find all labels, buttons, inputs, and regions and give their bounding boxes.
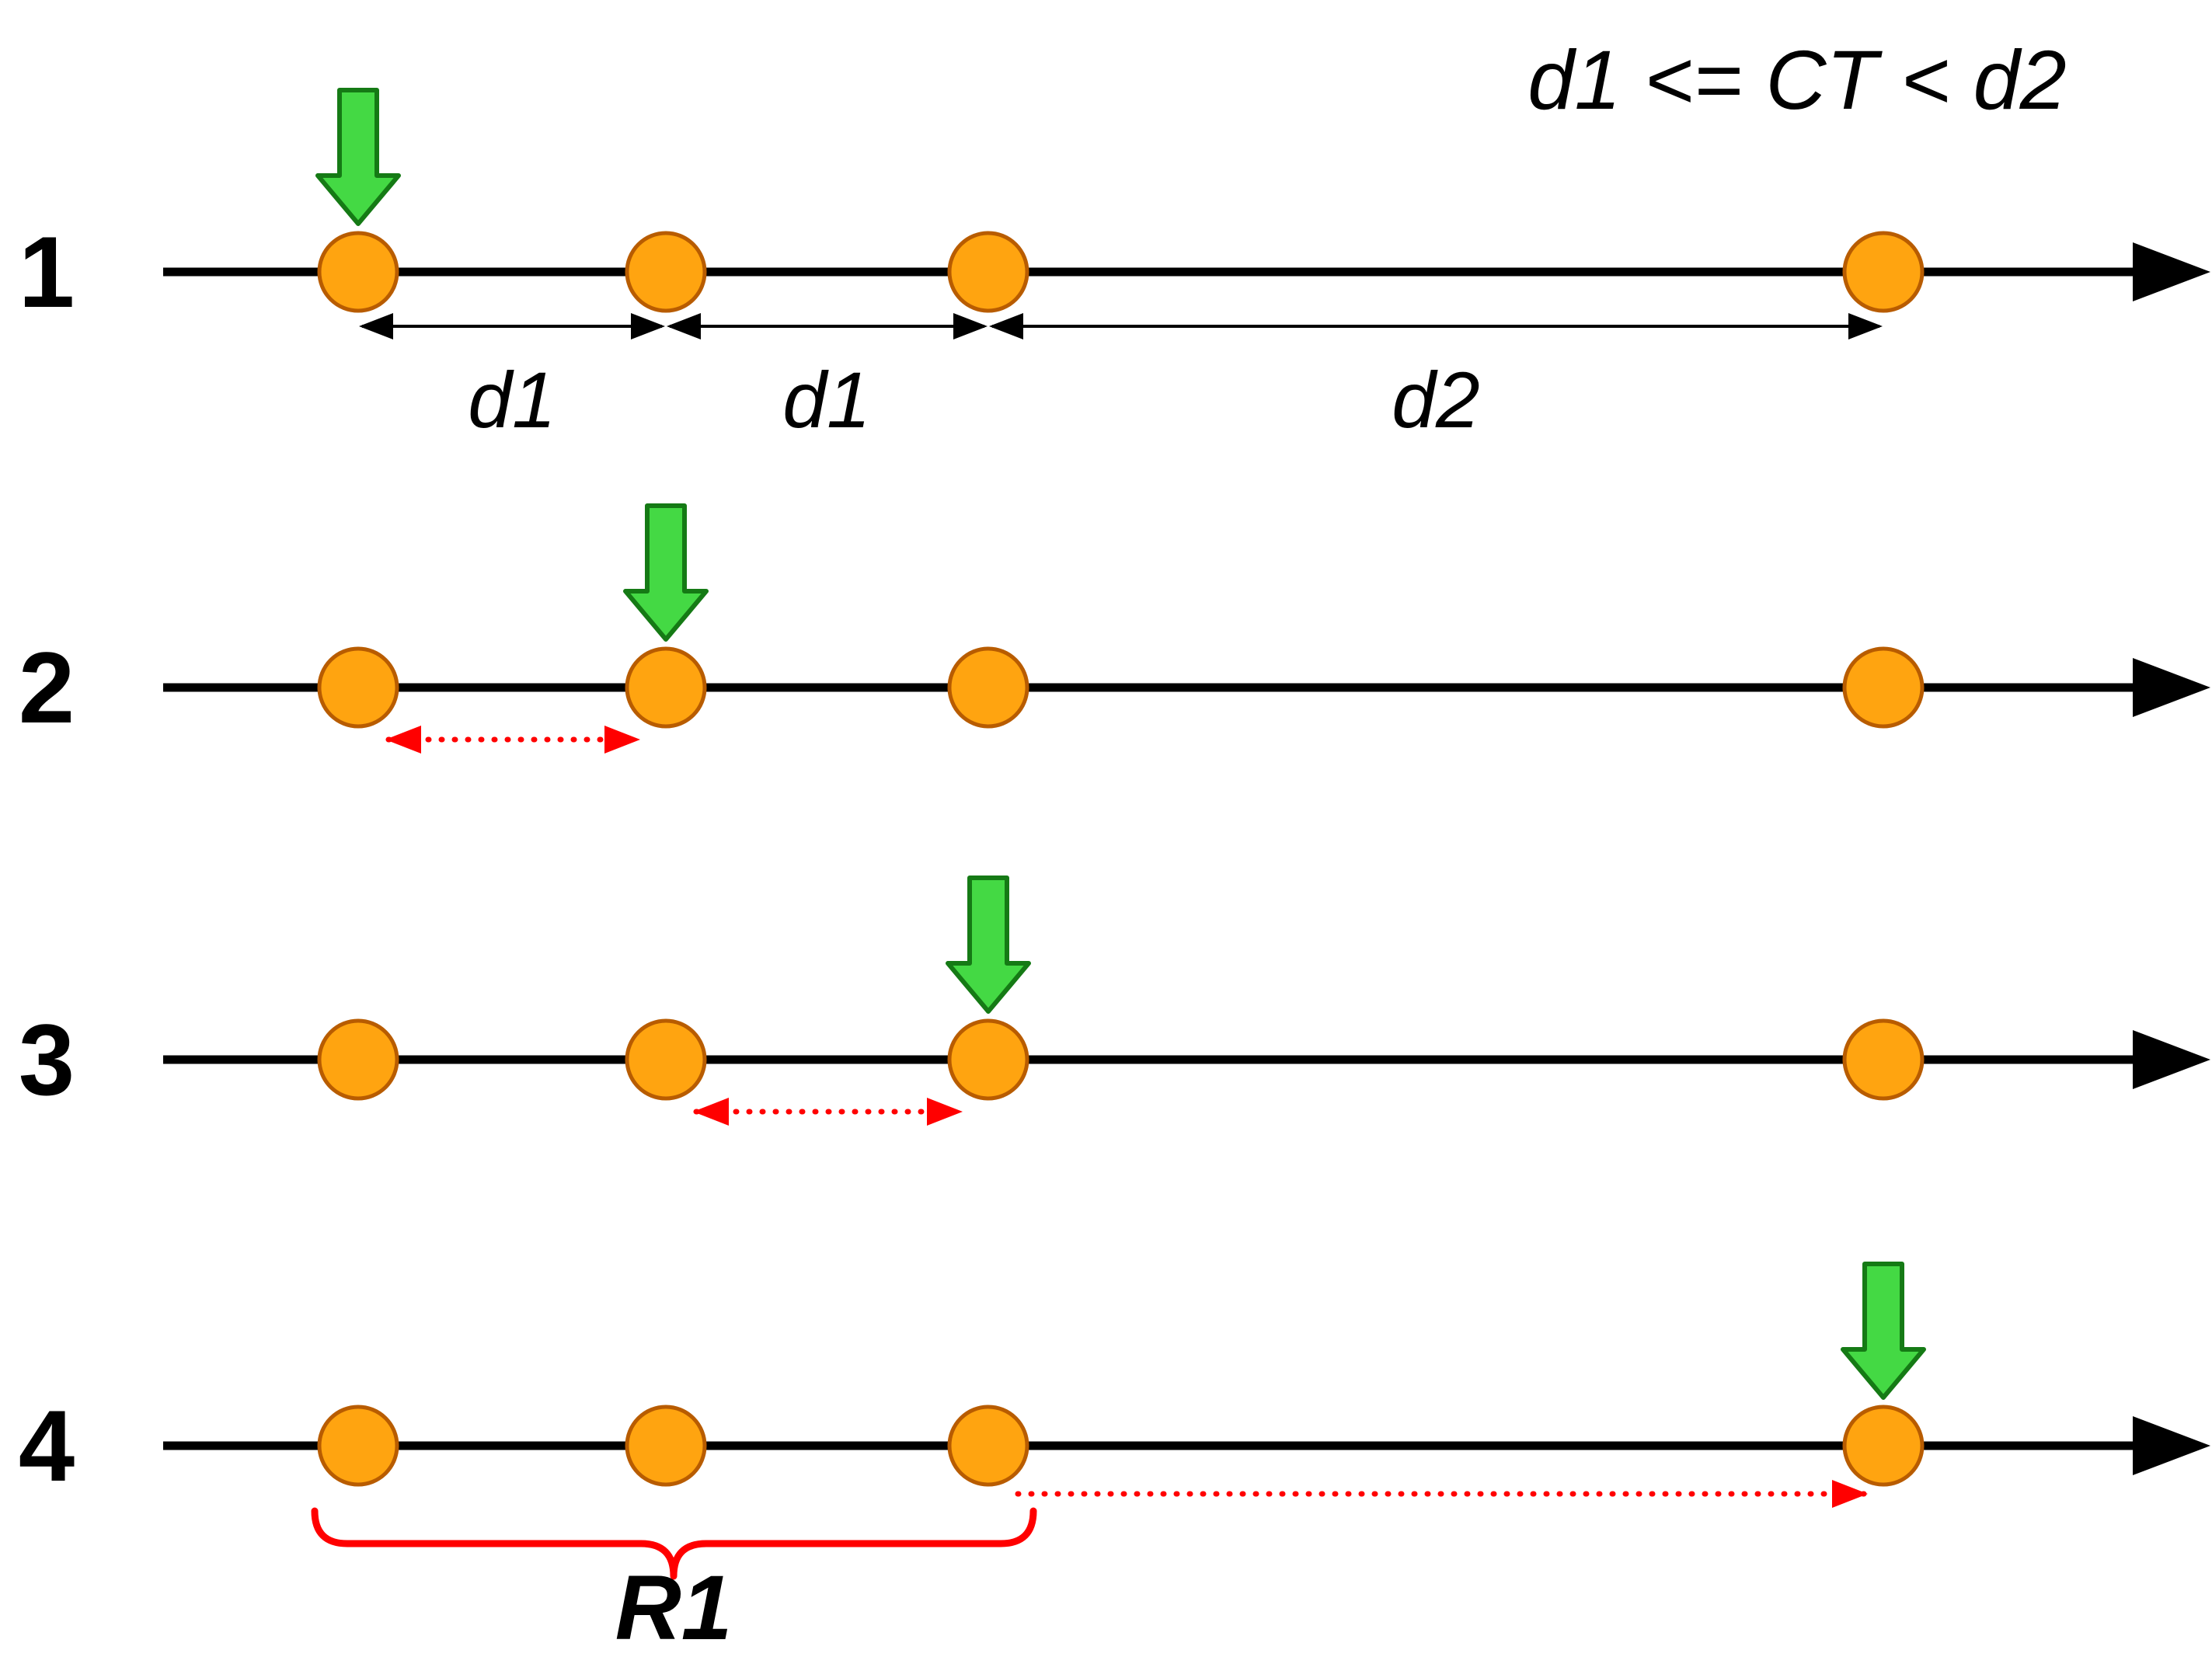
green-cursor-arrow-icon bbox=[946, 876, 1031, 1014]
region-label: R1 bbox=[615, 1557, 733, 1659]
event-dot bbox=[625, 231, 707, 313]
timeline-row-2: 2 bbox=[19, 503, 2210, 754]
event-dot bbox=[1842, 646, 1925, 729]
row-number: 2 bbox=[19, 631, 75, 744]
event-dot bbox=[317, 1018, 399, 1101]
row-number: 4 bbox=[19, 1389, 75, 1502]
event-dot bbox=[625, 1405, 707, 1487]
event-dot bbox=[1842, 231, 1925, 313]
distance-label-d1a: d1 bbox=[468, 356, 556, 444]
green-cursor-arrow-icon bbox=[1841, 1262, 1926, 1400]
timeline-row-3: 3 bbox=[19, 876, 2210, 1126]
row-number: 1 bbox=[19, 215, 75, 329]
green-cursor-arrow-icon bbox=[623, 503, 709, 642]
event-dot bbox=[317, 646, 399, 729]
distance-label-d2: d2 bbox=[1392, 356, 1479, 444]
distance-label-d1b: d1 bbox=[782, 356, 870, 444]
event-dot bbox=[947, 646, 1029, 729]
event-dot bbox=[1842, 1018, 1925, 1101]
event-dot bbox=[317, 231, 399, 313]
event-dot bbox=[947, 1018, 1029, 1101]
region-brace bbox=[311, 1507, 1037, 1580]
row-number: 3 bbox=[19, 1003, 75, 1116]
timeline-row-4: 4 R1 bbox=[19, 1262, 2210, 1659]
event-dot bbox=[947, 231, 1029, 313]
event-dot bbox=[1842, 1405, 1925, 1487]
event-dot bbox=[625, 646, 707, 729]
constraint-formula: d1 <= CT < d2 bbox=[1527, 33, 2066, 127]
event-dot bbox=[625, 1018, 707, 1101]
timeline-row-1: 1 d1 d1 d2 bbox=[19, 88, 2210, 444]
event-dot bbox=[317, 1405, 399, 1487]
event-dot bbox=[947, 1405, 1029, 1487]
green-cursor-arrow-icon bbox=[315, 88, 401, 226]
